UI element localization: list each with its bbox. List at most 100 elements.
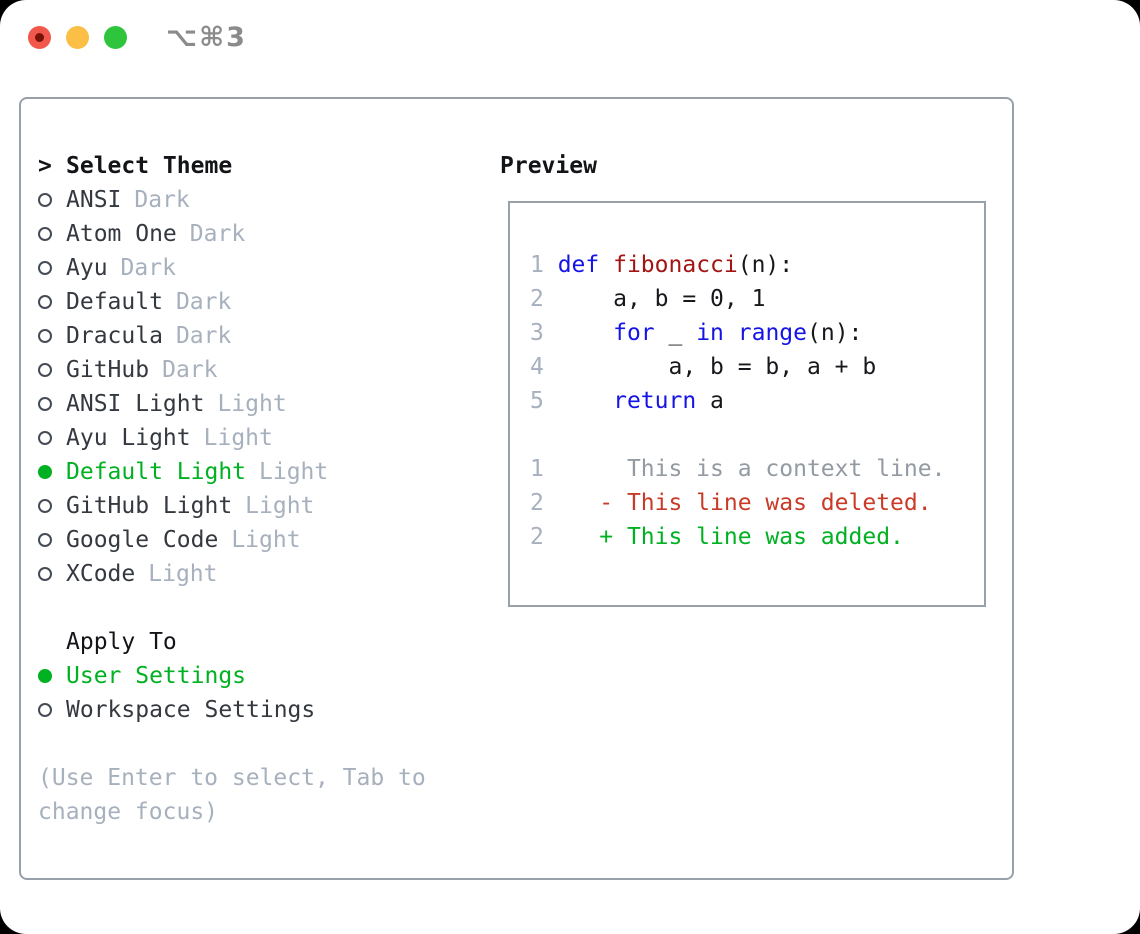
radio-slot bbox=[38, 703, 66, 717]
radio-selected-icon bbox=[38, 465, 52, 479]
code-token bbox=[558, 388, 613, 414]
apply-to-option[interactable]: Workspace Settings bbox=[38, 693, 426, 727]
radio-icon bbox=[38, 567, 52, 581]
radio-slot bbox=[38, 499, 66, 513]
select-theme-header: > Select Theme bbox=[38, 149, 426, 183]
radio-slot bbox=[38, 397, 66, 411]
option-name: Workspace Settings bbox=[66, 697, 316, 723]
radio-slot bbox=[38, 533, 66, 547]
help-text-line: change focus) bbox=[38, 795, 426, 829]
radio-selected-icon bbox=[38, 669, 52, 683]
code-token: def bbox=[557, 252, 600, 278]
minimize-button[interactable] bbox=[66, 26, 89, 49]
radio-slot bbox=[38, 669, 66, 683]
code-token: - This line was deleted. bbox=[557, 490, 932, 516]
focus-caret-icon: > bbox=[38, 153, 52, 179]
recording-dot-icon bbox=[35, 33, 44, 42]
zoom-button[interactable] bbox=[104, 26, 127, 49]
theme-name: GitHub Light bbox=[66, 493, 233, 519]
theme-option[interactable]: Google Code Light bbox=[38, 523, 426, 557]
theme-name: Google Code bbox=[66, 527, 219, 553]
code-blank-line bbox=[530, 418, 945, 452]
code-token: (n): bbox=[807, 320, 863, 346]
theme-option[interactable]: Dracula Dark bbox=[38, 319, 426, 353]
theme-name: Ayu bbox=[66, 255, 108, 281]
line-number: 2 bbox=[530, 286, 558, 312]
code-line: 1 This is a context line. bbox=[530, 452, 945, 486]
radio-icon bbox=[38, 227, 52, 241]
code-token: range bbox=[737, 320, 807, 346]
radio-icon bbox=[38, 295, 52, 309]
code-token: a, b = b, a + b bbox=[557, 354, 877, 380]
code-token: fibonacci bbox=[613, 252, 738, 278]
spacer-row bbox=[38, 727, 426, 761]
theme-variant-tag: Dark bbox=[120, 255, 176, 281]
code-token: (n): bbox=[737, 252, 794, 278]
radio-icon bbox=[38, 397, 52, 411]
code-line: 5 return a bbox=[530, 384, 945, 418]
theme-name: Dracula bbox=[66, 323, 163, 349]
radio-slot bbox=[38, 227, 66, 241]
theme-name: Atom One bbox=[66, 221, 177, 247]
theme-name: XCode bbox=[66, 561, 136, 587]
spacer-row bbox=[38, 591, 426, 625]
code-token: a bbox=[696, 388, 724, 414]
theme-option[interactable]: XCode Light bbox=[38, 557, 426, 591]
code-token: in bbox=[696, 320, 724, 346]
theme-name: Ayu Light bbox=[66, 425, 191, 451]
theme-name: GitHub bbox=[66, 357, 150, 383]
theme-variant-tag: Light bbox=[148, 561, 218, 587]
apply-to-option[interactable]: User Settings bbox=[38, 659, 426, 693]
line-number: 2 bbox=[530, 524, 558, 550]
theme-variant-tag: Dark bbox=[189, 221, 246, 247]
traffic-lights bbox=[28, 26, 127, 49]
radio-icon bbox=[38, 499, 52, 513]
radio-slot bbox=[38, 193, 66, 207]
line-number: 1 bbox=[530, 252, 558, 278]
code-line: 2 + This line was added. bbox=[530, 520, 945, 554]
theme-option[interactable]: Ayu Dark bbox=[38, 251, 426, 285]
code-line: 4 a, b = b, a + b bbox=[530, 350, 945, 384]
radio-icon bbox=[38, 363, 52, 377]
code-token bbox=[558, 320, 613, 346]
line-number: 1 bbox=[530, 456, 558, 482]
code-line: 1 def fibonacci(n): bbox=[530, 248, 945, 282]
radio-icon bbox=[38, 533, 52, 547]
line-number: 3 bbox=[530, 320, 558, 346]
option-name: User Settings bbox=[66, 663, 247, 689]
help-text: (Use Enter to select, Tab to bbox=[38, 765, 426, 791]
line-number bbox=[530, 422, 558, 448]
code-token: for bbox=[613, 320, 655, 346]
theme-variant-tag: Dark bbox=[175, 323, 232, 349]
radio-icon bbox=[38, 261, 52, 275]
code-line: 2 - This line was deleted. bbox=[530, 486, 945, 520]
line-number: 5 bbox=[530, 388, 558, 414]
code-token: a, b = 0, 1 bbox=[557, 286, 766, 312]
theme-variant-tag: Dark bbox=[134, 187, 190, 213]
line-number: 4 bbox=[530, 354, 558, 380]
theme-name: Default Light bbox=[66, 459, 247, 485]
code-token bbox=[724, 320, 738, 346]
line-number: 2 bbox=[530, 490, 558, 516]
section-title: Select Theme bbox=[66, 153, 233, 179]
radio-icon bbox=[38, 329, 52, 343]
code-token: return bbox=[613, 388, 697, 414]
theme-name: ANSI Light bbox=[66, 391, 205, 417]
theme-option[interactable]: Atom One Dark bbox=[38, 217, 426, 251]
radio-icon bbox=[38, 703, 52, 717]
preview-title: Preview bbox=[500, 153, 597, 179]
radio-icon bbox=[38, 431, 52, 445]
close-button[interactable] bbox=[28, 26, 51, 49]
theme-variant-tag: Light bbox=[231, 527, 301, 553]
code-line: 3 for _ in range(n): bbox=[530, 316, 945, 350]
theme-name: Default bbox=[66, 289, 163, 315]
